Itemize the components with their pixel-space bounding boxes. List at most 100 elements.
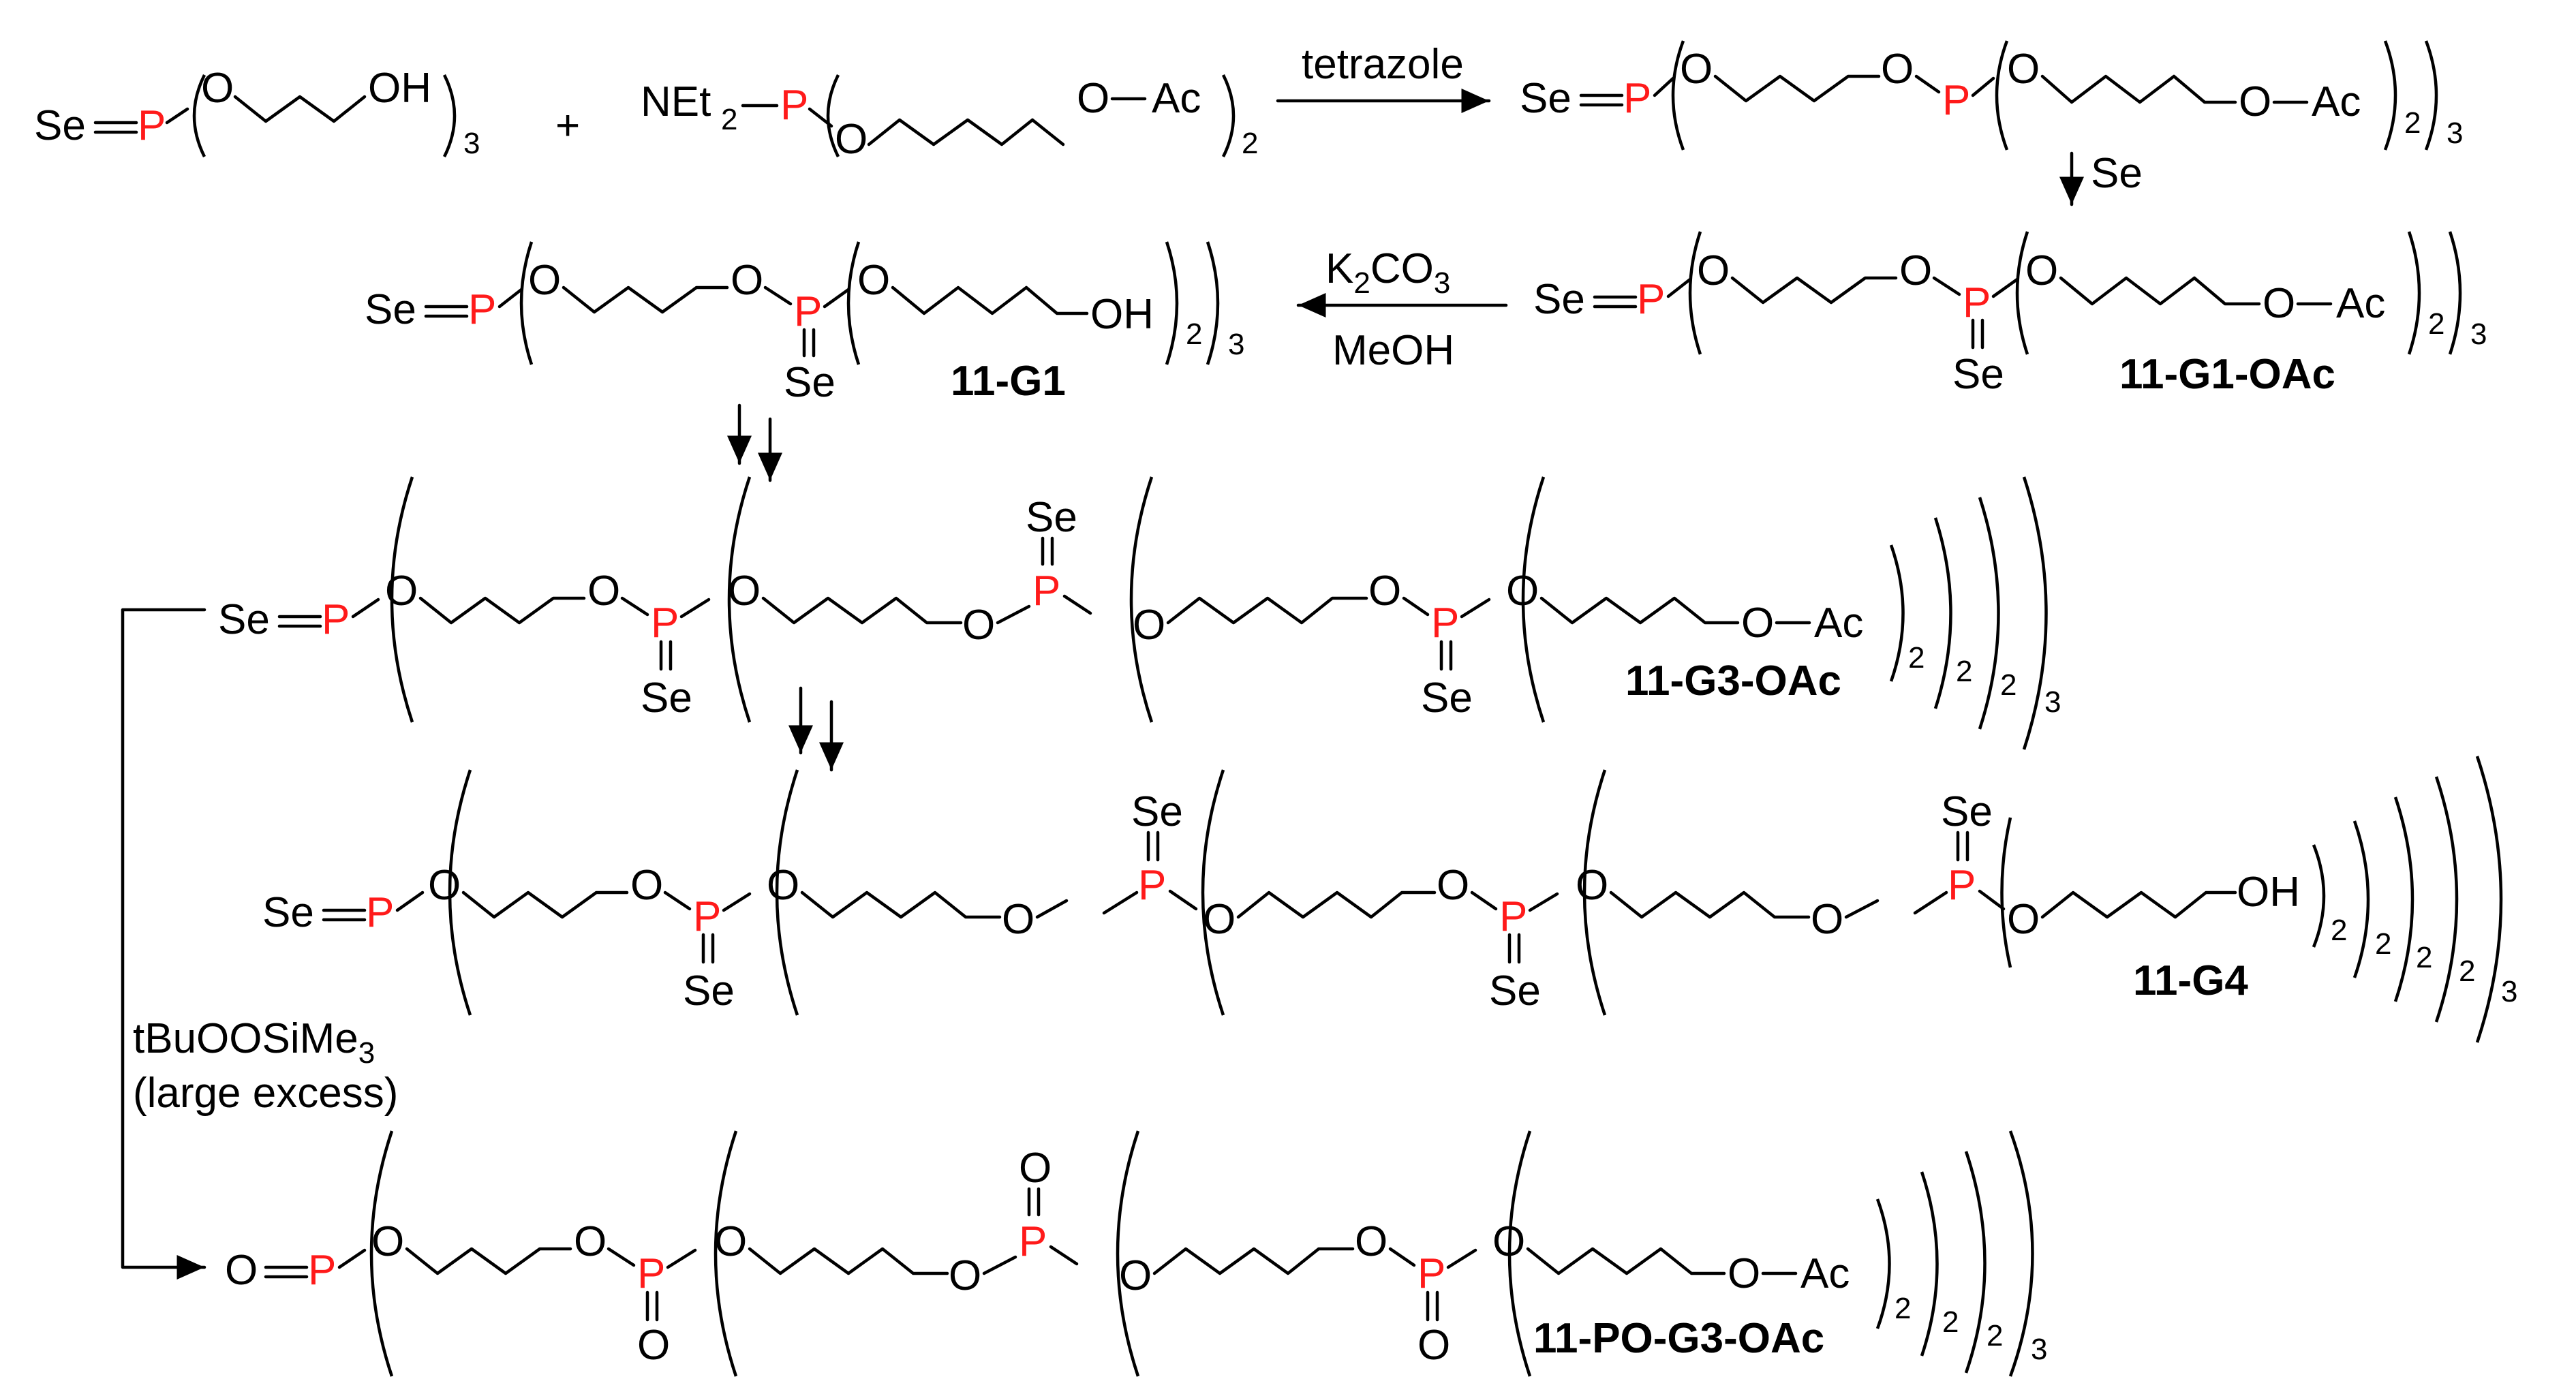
svg-text:3: 3 <box>2470 317 2487 351</box>
svg-text:2: 2 <box>2404 106 2421 140</box>
reaction-arrow-oxidation <box>121 608 206 1280</box>
svg-text:O: O <box>1899 247 1932 294</box>
svg-text:O: O <box>714 1218 747 1265</box>
svg-text:P: P <box>1623 75 1651 122</box>
svg-text:Se: Se <box>1520 75 1571 122</box>
svg-text:P: P <box>1019 1218 1047 1265</box>
svg-text:2: 2 <box>1942 1305 1959 1339</box>
svg-text:O: O <box>2007 896 2040 943</box>
svg-text:2: 2 <box>2428 307 2444 341</box>
svg-text:P: P <box>1138 862 1166 909</box>
svg-text:P: P <box>1637 276 1665 323</box>
svg-text:3: 3 <box>2501 975 2517 1008</box>
svg-text:Se: Se <box>784 359 835 406</box>
svg-text:O: O <box>1741 600 1774 647</box>
svg-text:P: P <box>1032 568 1060 615</box>
svg-text:O: O <box>1437 862 1469 909</box>
svg-text:Ac: Ac <box>2312 78 2361 125</box>
svg-text:3: 3 <box>2031 1333 2047 1366</box>
label-g1-oac: 11-G1-OAc <box>2119 351 2335 398</box>
svg-text:Se: Se <box>1533 276 1585 323</box>
svg-text:2: 2 <box>2459 955 2475 988</box>
svg-text:2: 2 <box>2331 914 2347 947</box>
svg-text:O: O <box>1417 1322 1450 1369</box>
svg-text:O: O <box>1506 568 1539 615</box>
svg-text:P: P <box>1431 600 1459 647</box>
svg-text:O: O <box>1697 247 1730 294</box>
svg-text:2: 2 <box>1186 317 1202 351</box>
svg-text:O: O <box>1203 896 1236 943</box>
svg-text:P: P <box>1417 1250 1445 1297</box>
svg-text:Ac: Ac <box>2336 280 2385 327</box>
svg-text:Se: Se <box>641 675 692 722</box>
svg-text:O: O <box>225 1247 258 1294</box>
reactant-triol-selenophosphate: Se P O OH 3 <box>34 65 480 160</box>
svg-text:P: P <box>1942 77 1970 124</box>
reactant-phosphoramidite: NEt 2 P O O Ac 2 <box>641 74 1258 163</box>
svg-text:O: O <box>1077 75 1109 122</box>
svg-text:P: P <box>1499 893 1527 940</box>
svg-text:O: O <box>949 1252 981 1299</box>
intermediate-phosphite: Se P O O P O O Ac 2 3 <box>1520 40 2463 151</box>
svg-text:P: P <box>366 889 394 936</box>
svg-text:Ac: Ac <box>1152 75 1201 122</box>
svg-text:2: 2 <box>2416 941 2432 974</box>
reagent-se: Se <box>2091 150 2143 197</box>
svg-text:Se: Se <box>683 967 735 1014</box>
svg-text:2: 2 <box>1956 655 1972 688</box>
reagent-k2co3: K2CO3 <box>1325 245 1450 300</box>
svg-text:2: 2 <box>2375 927 2391 961</box>
svg-text:P: P <box>322 596 350 643</box>
label-g1: 11-G1 <box>951 358 1066 405</box>
svg-text:3: 3 <box>1228 328 1244 361</box>
svg-text:OH: OH <box>368 65 431 112</box>
svg-text:O: O <box>1019 1145 1052 1192</box>
svg-text:O: O <box>1881 46 1914 93</box>
svg-text:O: O <box>630 862 663 909</box>
svg-text:P: P <box>693 893 721 940</box>
svg-text:Se: Se <box>1941 788 1993 835</box>
svg-text:Se: Se <box>218 596 270 643</box>
svg-text:2: 2 <box>1987 1319 2003 1352</box>
svg-text:P: P <box>794 288 822 335</box>
svg-text:Se: Se <box>1489 967 1541 1014</box>
svg-text:O: O <box>1492 1218 1525 1265</box>
svg-text:P: P <box>780 82 808 129</box>
svg-text:O: O <box>962 602 995 649</box>
label-g4: 11-G4 <box>2133 957 2248 1004</box>
svg-text:O: O <box>728 568 761 615</box>
svg-text:Se: Se <box>1131 788 1183 835</box>
svg-text:Ac: Ac <box>1814 600 1863 647</box>
svg-text:O: O <box>528 257 561 304</box>
svg-text:O: O <box>201 65 234 112</box>
svg-text:O: O <box>2239 78 2271 125</box>
svg-text:3: 3 <box>2447 117 2463 150</box>
svg-text:2: 2 <box>2000 668 2017 702</box>
svg-text:O: O <box>1728 1250 1760 1297</box>
svg-text:P: P <box>308 1247 336 1294</box>
svg-text:O: O <box>2007 46 2040 93</box>
svg-text:P: P <box>138 102 166 149</box>
svg-text:P: P <box>637 1250 665 1297</box>
svg-text:O: O <box>1680 46 1713 93</box>
svg-text:P: P <box>1948 862 1976 909</box>
compound-g3-oac: Se P O O P Se O O P Se O O P Se O <box>218 476 2061 750</box>
svg-text:2: 2 <box>1895 1292 1911 1325</box>
compound-g1-oac: Se P O O P Se O O Ac 2 3 11-G1-OAc <box>1533 231 2487 398</box>
svg-text:O: O <box>385 568 418 615</box>
svg-text:O: O <box>767 862 799 909</box>
svg-text:O: O <box>857 257 890 304</box>
svg-text:O: O <box>1576 862 1608 909</box>
svg-text:Se: Se <box>1952 351 2004 398</box>
svg-text:O: O <box>371 1218 404 1265</box>
svg-text:O: O <box>1355 1218 1387 1265</box>
label-g3-oac: 11-G3-OAc <box>1625 657 1841 704</box>
svg-text:2: 2 <box>1908 641 1925 675</box>
compound-po-g3-oac: O P O O P O O O P O O O P O O <box>225 1130 2047 1377</box>
svg-text:OH: OH <box>1090 291 1154 338</box>
svg-text:3: 3 <box>463 127 480 160</box>
svg-text:O: O <box>1368 568 1401 615</box>
svg-text:Ac: Ac <box>1800 1250 1850 1297</box>
compound-g4: Se P O O P Se O O P Se O O P Se <box>262 756 2517 1043</box>
compound-g1: Se P O O P Se O OH 2 3 11-G1 <box>365 241 1244 406</box>
